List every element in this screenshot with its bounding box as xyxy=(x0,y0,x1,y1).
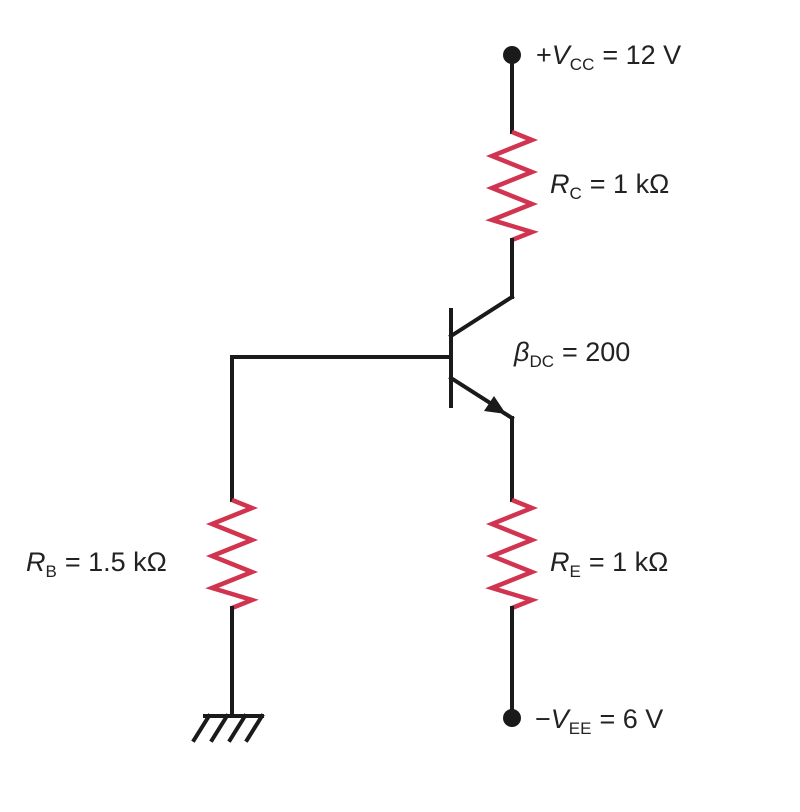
vee-label: −VEE= 6 V xyxy=(535,704,663,738)
beta-label: βDC= 200 xyxy=(513,337,630,371)
re-label: RE= 1 kΩ xyxy=(550,547,668,581)
npn-transistor-icon xyxy=(448,294,515,421)
ground-icon xyxy=(191,713,265,743)
resistor-rc xyxy=(485,129,539,243)
vee-terminal-dot xyxy=(503,709,521,727)
resistor-re xyxy=(485,497,539,611)
vcc-label: +VCC= 12 V xyxy=(536,40,681,74)
rb-label: RB= 1.5 kΩ xyxy=(26,547,167,581)
collector-lead xyxy=(448,294,515,339)
emitter-arrow-icon xyxy=(484,396,506,414)
rc-label: RC= 1 kΩ xyxy=(550,169,669,203)
resistor-rb xyxy=(205,497,259,611)
